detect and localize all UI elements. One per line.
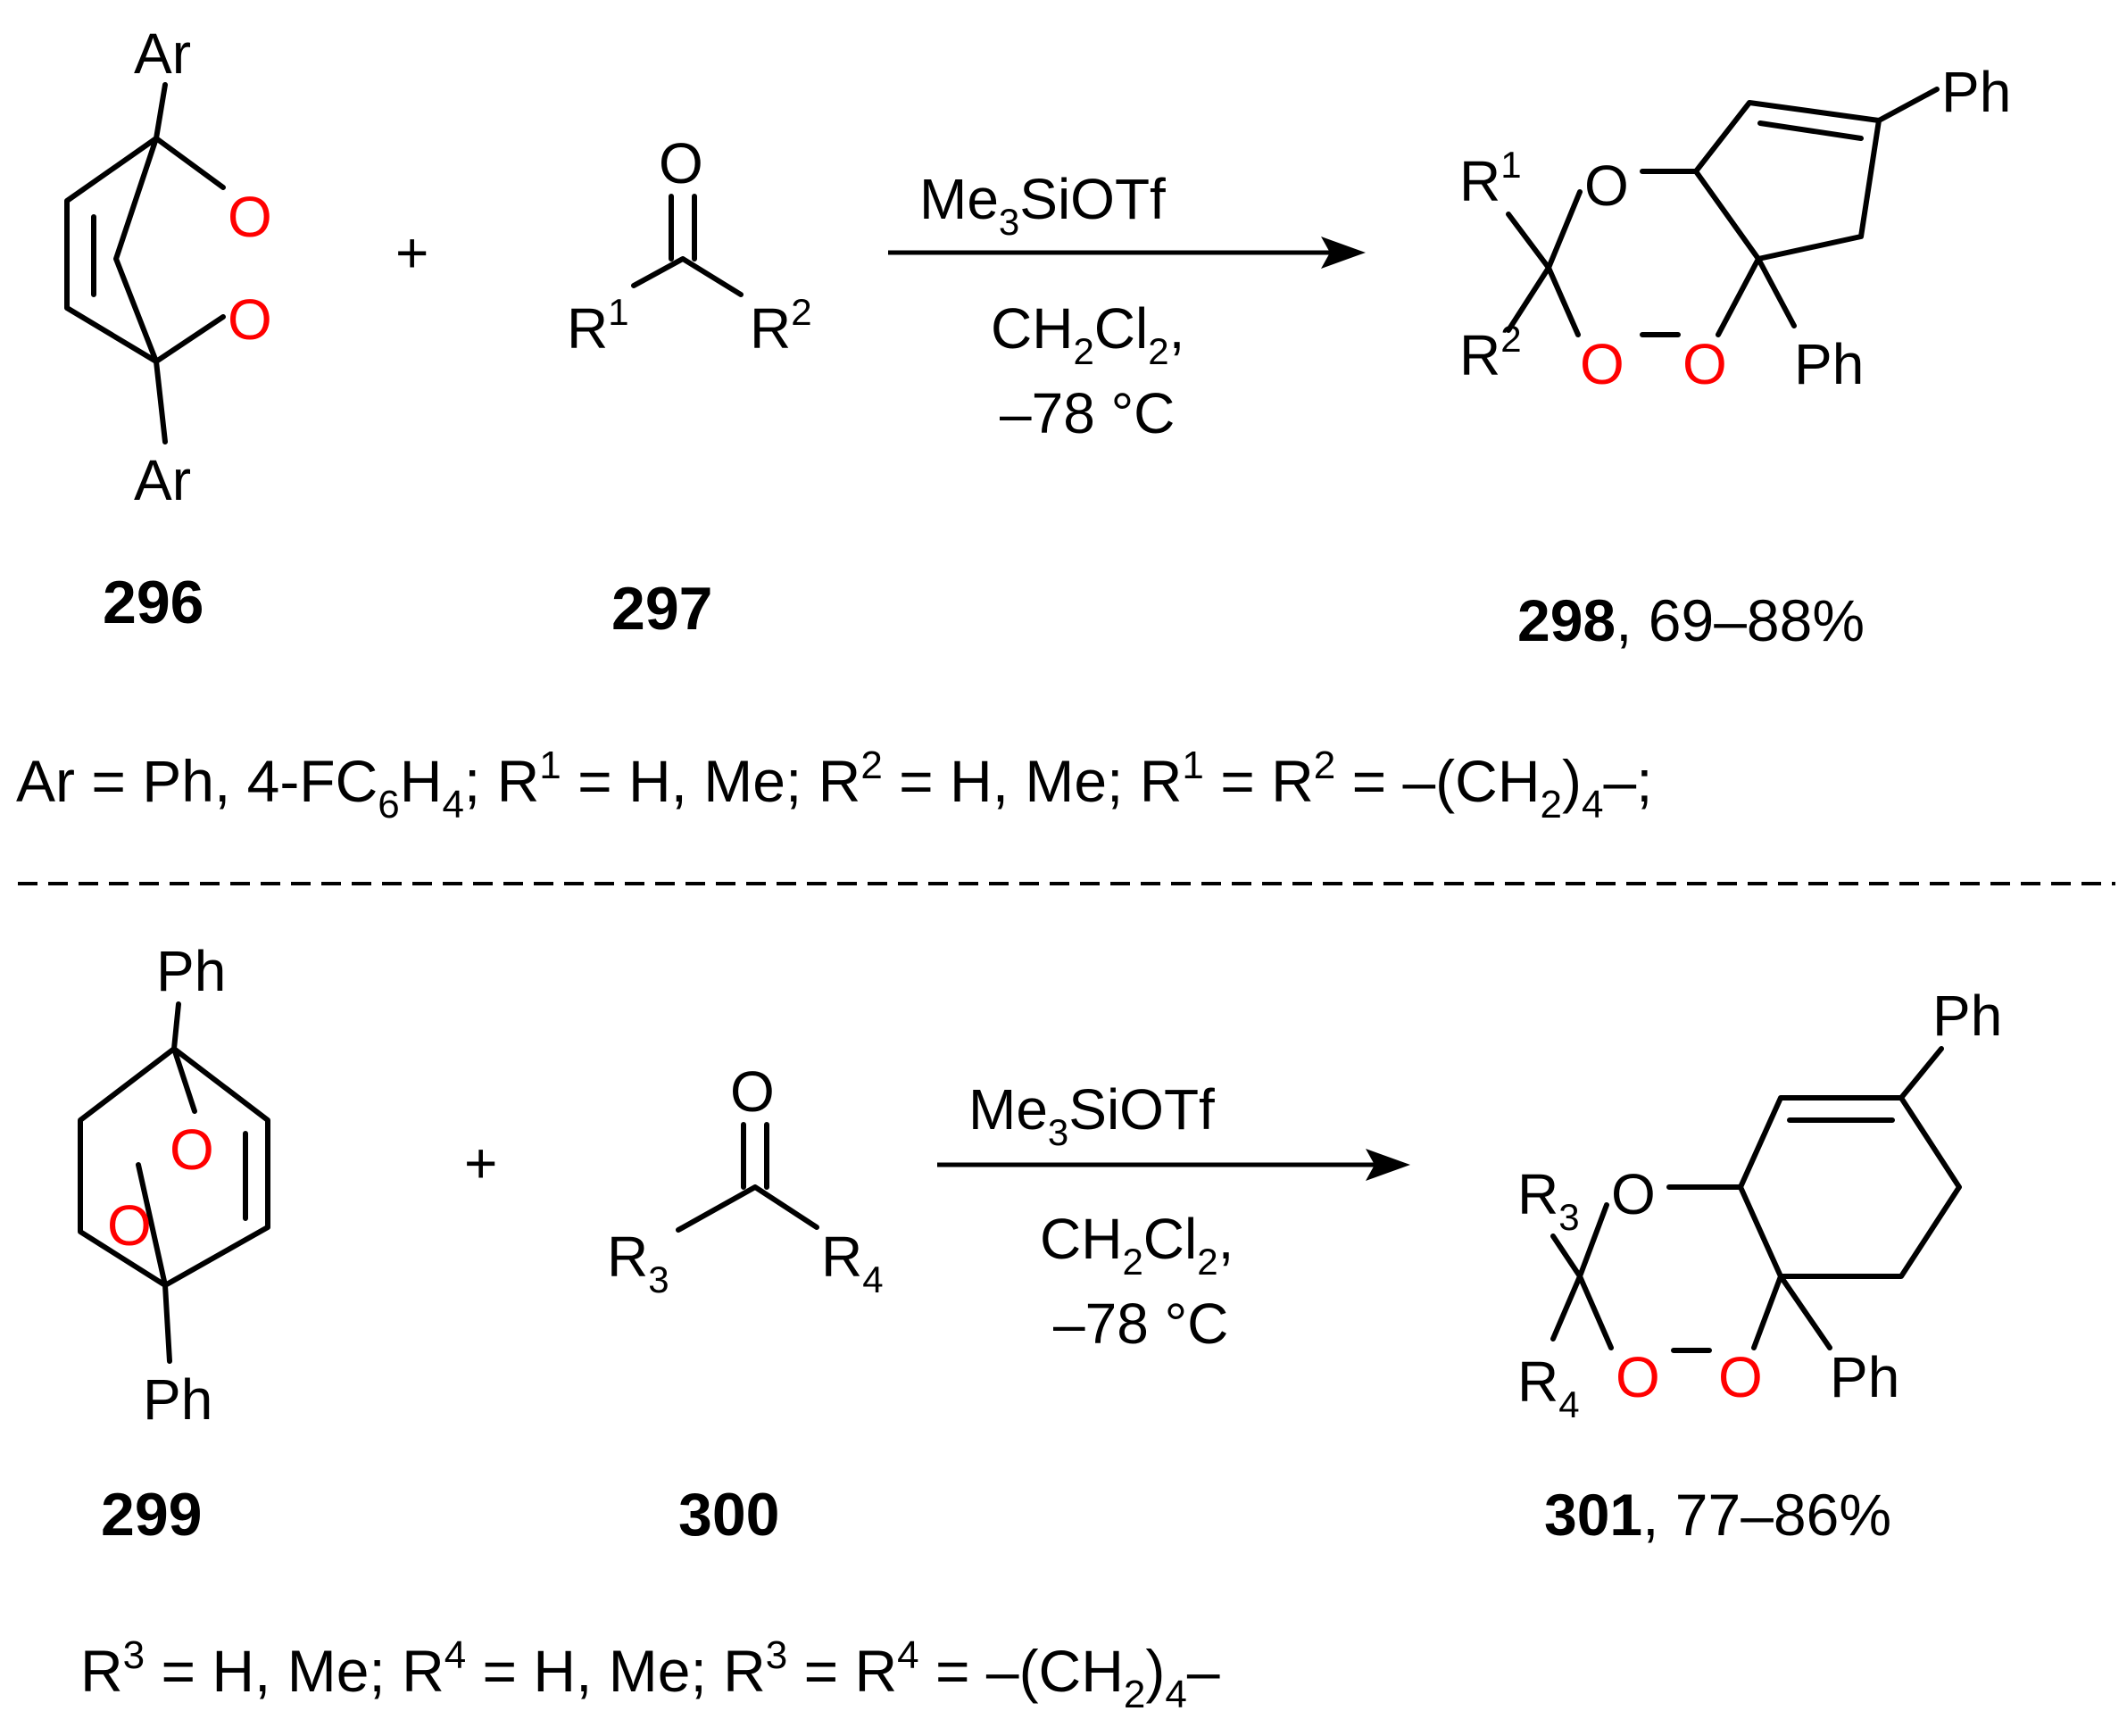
compound-301-bonds [1550, 1046, 1962, 1353]
compound-299-bonds [78, 1001, 270, 1364]
phenyl-top-label: Ph [1932, 984, 2002, 1048]
compound-296: Ar Ar O O 296 [64, 21, 272, 636]
compound-300: O R3 R4 300 [607, 1059, 884, 1549]
temperature-label: –78 °C [1053, 1292, 1228, 1356]
compound-298-bonds [1506, 87, 1940, 337]
substituent-r1: R1 [1459, 144, 1522, 213]
ring-oxygen: O [1584, 154, 1629, 218]
compound-298-yield: 298, 69–88% [1517, 587, 1865, 653]
peroxide-oxygen-upper: O [228, 185, 272, 249]
compound-300-bonds [676, 1122, 819, 1233]
phenyl-bottom-label: Ph [143, 1367, 212, 1432]
peroxide-oxygen-right: O [1682, 332, 1727, 396]
substituent-r3: R3 [607, 1225, 669, 1300]
substituent-r3: R3 [1517, 1162, 1580, 1238]
reaction-arrow-2: Me3SiOTf CH2Cl2, –78 °C [937, 1077, 1410, 1356]
phenyl-top-label: Ph [156, 939, 226, 1003]
plus-sign-1: + [395, 220, 428, 285]
aryl-top-label: Ar [134, 21, 191, 86]
substituent-r4: R4 [1517, 1350, 1580, 1425]
substituent-r2: R2 [750, 291, 812, 361]
peroxide-oxygen-left: O [1580, 332, 1624, 396]
compound-300-number: 300 [678, 1481, 779, 1549]
plus-sign-2: + [464, 1131, 497, 1195]
peroxide-oxygen-lower: O [228, 287, 272, 352]
arrowhead [1366, 1149, 1410, 1181]
phenyl-top-label: Ph [1941, 60, 2011, 124]
compound-299-number: 299 [101, 1481, 202, 1549]
arrowhead [1321, 237, 1366, 269]
peroxide-oxygen-lower: O [107, 1193, 152, 1258]
compound-297-number: 297 [611, 575, 712, 643]
substituent-r2: R2 [1459, 318, 1522, 387]
compound-298: Ph Ph R1 R2 O O O 298, 69–88% [1459, 60, 2011, 653]
reaction-arrow-1: Me3SiOTf CH2Cl2, –78 °C [888, 167, 1366, 445]
reagent-label: Me3SiOTf [968, 1077, 1215, 1153]
solvent-label: CH2Cl2, [1040, 1207, 1234, 1283]
substituent-r4: R4 [821, 1225, 884, 1300]
compound-296-bonds [64, 82, 226, 444]
peroxide-oxygen-right: O [1718, 1345, 1763, 1409]
carbonyl-oxygen: O [730, 1059, 775, 1124]
compound-299: Ph Ph O O 299 [78, 939, 270, 1549]
compound-296-number: 296 [103, 569, 204, 636]
ring-oxygen: O [1611, 1162, 1656, 1226]
compound-297-bonds [631, 194, 744, 297]
compound-297: O R1 R2 297 [567, 131, 812, 643]
temperature-label: –78 °C [1000, 381, 1175, 445]
solvent-label: CH2Cl2, [991, 296, 1184, 372]
carbonyl-oxygen: O [659, 131, 703, 195]
aryl-bottom-label: Ar [134, 448, 191, 512]
substituent-definitions-2: R3 = H, Me; R4 = H, Me; R3 = R4 = –(CH2)… [80, 1633, 1220, 1716]
peroxide-oxygen-left: O [1616, 1345, 1660, 1409]
substituent-r1: R1 [567, 291, 629, 361]
reaction-1: Ar Ar O O 296 + O R1 R2 297 Me3SiOTf CH2… [16, 21, 2011, 826]
substituent-definitions-1: Ar = Ph, 4-FC6H4; R1 = H, Me; R2 = H, Me… [16, 743, 1652, 826]
compound-301: Ph Ph R3 R4 O O O 301, 77–86% [1517, 984, 2002, 1548]
compound-301-yield: 301, 77–86% [1544, 1482, 1891, 1548]
reagent-label: Me3SiOTf [919, 167, 1166, 243]
phenyl-bottom-label: Ph [1830, 1345, 1899, 1409]
peroxide-oxygen-upper: O [170, 1117, 214, 1182]
reaction-2: Ph Ph O O 299 + O R3 R4 300 Me3SiOTf CH2… [78, 939, 2002, 1716]
phenyl-bottom-label: Ph [1794, 332, 1864, 396]
